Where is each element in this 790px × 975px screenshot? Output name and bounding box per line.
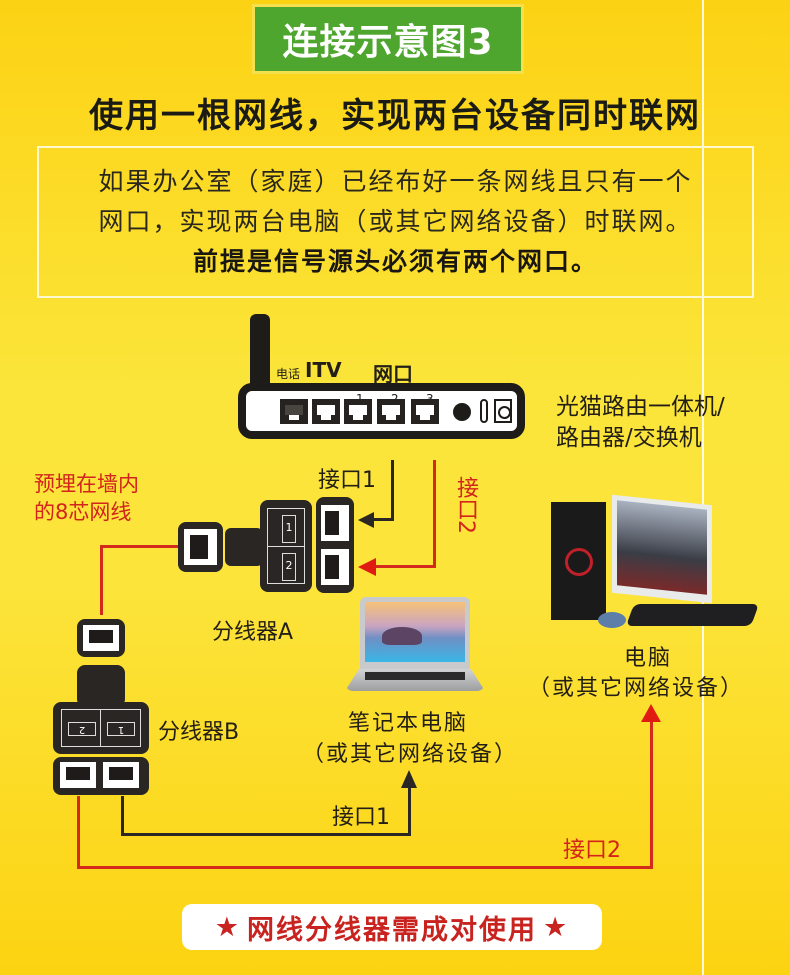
laptop-label-line1: 笔记本电脑 [348, 711, 469, 736]
lan-port-3 [411, 399, 439, 424]
laptop-icon [360, 597, 470, 669]
splitter-b-body: 2 1 [53, 702, 149, 754]
splitter-b-output-ports [53, 757, 149, 795]
splitter-b-slot-1: 1 [107, 722, 135, 736]
guide-line [702, 0, 704, 975]
desktop-monitor-icon [612, 494, 712, 604]
router-device [238, 383, 525, 439]
phone-port [280, 399, 308, 424]
cable-port1-vertical [391, 460, 394, 520]
desktop-tower-icon [551, 502, 606, 620]
desktop-label-line1: 电脑 [624, 646, 673, 671]
cable-b-port2-vertical [77, 796, 80, 868]
port-number-2: 2 [391, 392, 399, 406]
splitter-b-label: 分线器B [158, 720, 240, 745]
title-banner: 连接示意图3 [252, 4, 524, 74]
splitter-a-output-ports [316, 497, 354, 593]
port1-label-top: 接口1 [318, 468, 376, 493]
arrow-left-icon [358, 512, 374, 528]
desktop-label-line2: （或其它网络设备） [528, 676, 745, 701]
info-box: 如果办公室（家庭）已经布好一条网线且只有一个 网口，实现两台电脑（或其它网络设备… [37, 146, 754, 298]
cable-b-port1-horizontal [121, 833, 411, 836]
page-title: 连接示意图3 [282, 22, 494, 63]
splitter-b-input-port [77, 619, 125, 657]
wall-cable-horizontal [100, 545, 178, 548]
port2-label-top: 接口2 [453, 476, 478, 534]
keyboard-icon [625, 604, 760, 626]
subtitle: 使用一根网线，实现两台设备同时联网 [89, 96, 701, 136]
splitter-b-slot-2: 2 [68, 722, 96, 736]
itv-label: ITV [305, 358, 342, 382]
phone-label: 电话 [276, 367, 301, 381]
info-line-2: 网口，实现两台电脑（或其它网络设备）时联网。 [98, 207, 693, 236]
port-number-3: 3 [426, 392, 434, 406]
port1-label-bottom: 接口1 [332, 805, 390, 830]
splitter-a-body: 1 2 [260, 500, 312, 592]
cable-port2-horizontal [372, 565, 436, 568]
laptop-keyboard-icon [345, 669, 485, 691]
cable-b-port1-up [408, 785, 411, 836]
wall-cable-label-line2: 的8芯网线 [34, 500, 132, 524]
itv-port [312, 399, 340, 424]
port-number-1: 1 [356, 392, 364, 406]
lan-label: 网口 [373, 362, 413, 386]
laptop-label-line2: （或其它网络设备） [302, 742, 519, 767]
lan-port-2 [377, 399, 405, 424]
wall-cable-label-line1: 预埋在墙内 [34, 472, 139, 496]
router-label-line2: 路由器/交换机 [556, 425, 702, 451]
cable-b-port2-up [650, 718, 653, 869]
splitter-a-slot-2: 2 [282, 553, 296, 581]
reset-button-icon [453, 403, 471, 421]
footer-banner: ★ 网线分线器需成对使用 ★ [182, 904, 602, 950]
router-label-line1: 光猫路由一体机/ [556, 394, 725, 420]
power-port-icon [494, 399, 512, 423]
star-icon: ★ [214, 911, 241, 943]
splitter-b-neck [77, 665, 125, 707]
wall-cable-vertical [100, 545, 103, 615]
cable-port2-vertical [433, 460, 436, 568]
splitter-a-label: 分线器A [212, 620, 294, 645]
info-line-1: 如果办公室（家庭）已经布好一条网线且只有一个 [98, 167, 693, 196]
footer-text: 网线分线器需成对使用 [247, 914, 537, 946]
mouse-icon [598, 612, 626, 628]
arrow-up-red-icon [641, 704, 661, 722]
splitter-a-neck [225, 528, 263, 566]
arrow-left-red-icon [358, 558, 376, 576]
splitter-a-input-port [178, 522, 223, 572]
splitter-a-slot-1: 1 [282, 515, 296, 543]
star-icon: ★ [543, 911, 570, 943]
lan-port-1 [344, 399, 372, 424]
arrow-up-icon [401, 770, 417, 788]
cable-port1-horizontal [372, 518, 394, 521]
cable-b-port1-vertical [121, 796, 124, 836]
port2-label-bottom: 接口2 [563, 838, 621, 863]
info-line-3: 前提是信号源头必须有两个网口。 [192, 247, 598, 276]
cable-b-port2-horizontal [77, 866, 653, 869]
switch-icon [480, 399, 488, 423]
